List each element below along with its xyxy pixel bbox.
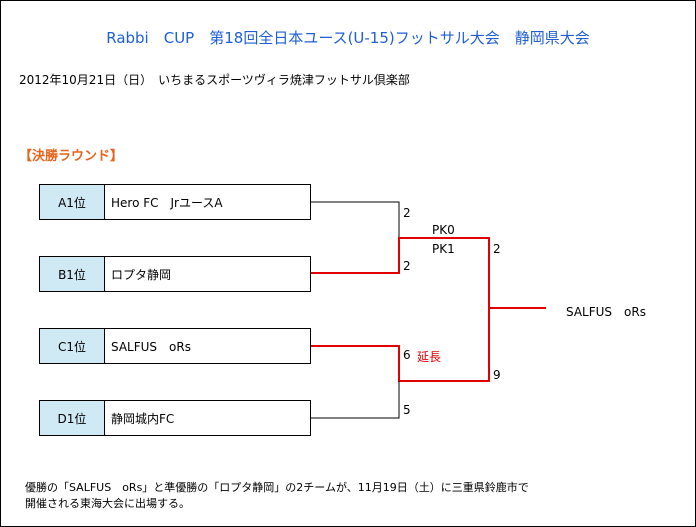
seed-label: B1位 — [40, 257, 105, 291]
team-name: ロプタ静岡 — [111, 267, 172, 282]
bracket-line-d1 — [311, 381, 400, 419]
overtime-note: 延長 — [417, 350, 442, 364]
team-name: 静岡城内FC — [111, 411, 175, 426]
team-name: Hero FC JrユースA — [111, 195, 223, 210]
pk-a1: PK0 — [432, 223, 455, 237]
score-c1: 6 — [403, 348, 411, 362]
footer-line-2: 開催される東海大会に出場する。 — [25, 497, 190, 510]
bracket-line-a1 — [311, 201, 400, 238]
team-box-c1: C1位 SALFUS oRs — [39, 328, 311, 364]
team-box-a1: A1位 Hero FC JrユースA — [39, 184, 311, 220]
seed-label: A1位 — [40, 185, 105, 219]
bracket-line-c1-winner — [311, 308, 490, 382]
section-title: 【決勝ラウンド】 — [19, 149, 124, 164]
score-a1: 2 — [403, 206, 411, 220]
score-b1: 2 — [403, 259, 411, 273]
seed-label: D1位 — [40, 401, 105, 435]
footer-line-1: 優勝の「SALFUS oRs」と準優勝の「ロプタ静岡」の2チームが、11月19日… — [25, 481, 529, 494]
team-box-d1: D1位 静岡城内FC — [39, 400, 311, 436]
bracket-line-b1-winner — [311, 237, 490, 308]
score-d1: 5 — [403, 403, 411, 417]
page-title: Rabbi CUP 第18回全日本ユース(U-15)フットサル大会 静岡県大会 — [106, 29, 590, 47]
date-venue: 2012年10月21日（日） いちまるスポーツヴィラ焼津フットサル倶楽部 — [19, 73, 410, 87]
final-score-top: 2 — [493, 242, 501, 256]
champion-name: SALFUS oRs — [566, 305, 646, 319]
team-name: SALFUS oRs — [111, 339, 191, 354]
team-box-b1: B1位 ロプタ静岡 — [39, 256, 311, 292]
pk-b1: PK1 — [432, 242, 455, 256]
seed-label: C1位 — [40, 329, 105, 363]
final-score-bottom: 9 — [493, 368, 501, 382]
